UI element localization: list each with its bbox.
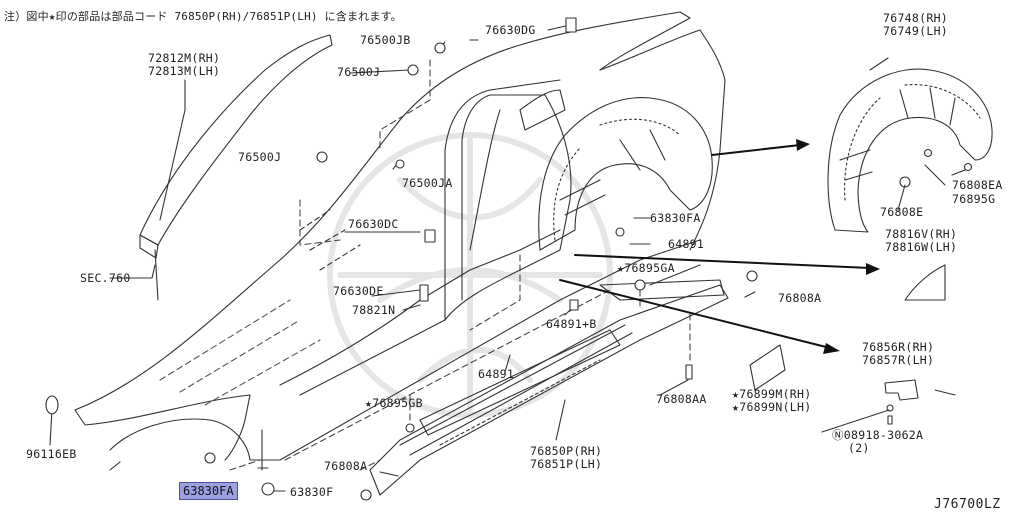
label-76808a-lower[interactable]: 76808A xyxy=(324,459,368,473)
sill-cover xyxy=(369,279,729,496)
label-63830fa[interactable]: 63830FA xyxy=(650,211,701,225)
label-76851p[interactable]: 76851P(LH) xyxy=(530,457,603,471)
label-sec760[interactable]: SEC.760 xyxy=(80,271,131,285)
label-78816w[interactable]: 78816W(LH) xyxy=(885,240,958,254)
label-76500ja[interactable]: 76500JA xyxy=(402,176,453,190)
label-76850p[interactable]: 76850P(RH) xyxy=(530,444,603,458)
label-63830fa-highlighted[interactable]: 63830FA xyxy=(179,482,238,500)
label-76500jb[interactable]: 76500JB xyxy=(360,33,411,47)
body-side-outer-panel xyxy=(74,11,726,471)
label-64891-lower[interactable]: 64891 xyxy=(478,367,515,381)
label-76748[interactable]: 76748(RH) xyxy=(883,11,949,25)
label-76808ea[interactable]: 76808EA xyxy=(952,178,1003,192)
label-76857r[interactable]: 76857R(LH) xyxy=(862,353,935,367)
label-64891-upper[interactable]: 64891 xyxy=(668,237,705,251)
parts-note: 注）図中★印の部品は部品コード 76850P(RH)/76851P(LH) に含… xyxy=(4,10,402,23)
label-76630dc[interactable]: 76630DC xyxy=(348,217,399,231)
pillar-finisher xyxy=(139,34,333,301)
label-76895gb[interactable]: ★76895GB xyxy=(365,396,423,410)
label-76899m[interactable]: ★76899M(RH) xyxy=(732,387,812,401)
watermark-emblem xyxy=(327,132,613,418)
rear-wheel-house-liner xyxy=(538,97,713,251)
label-76630dg[interactable]: 76630DG xyxy=(485,23,536,37)
label-76808aa[interactable]: 76808AA xyxy=(656,392,707,406)
label-76856r[interactable]: 76856R(RH) xyxy=(862,340,935,354)
label-76500j-mid[interactable]: 76500J xyxy=(238,150,282,164)
label-76808a-right[interactable]: 76808A xyxy=(778,291,822,305)
mud-guard xyxy=(904,264,946,301)
label-08918[interactable]: Ⓝ08918-3062A xyxy=(832,428,924,442)
arrows xyxy=(559,144,871,349)
label-08918-qty: (2) xyxy=(848,441,870,455)
wheel-house-liner-detail xyxy=(827,68,993,233)
splash-shield xyxy=(749,344,786,391)
diagram-code: J76700LZ xyxy=(934,497,1001,512)
label-72813m[interactable]: 72813M(LH) xyxy=(148,64,221,78)
label-76899n[interactable]: ★76899N(LH) xyxy=(732,400,812,414)
label-76895ga[interactable]: ★76895GA xyxy=(617,261,675,275)
label-78821n[interactable]: 78821N xyxy=(352,303,396,317)
label-76749[interactable]: 76749(LH) xyxy=(883,24,949,38)
label-76500j-upper[interactable]: 76500J xyxy=(337,65,381,79)
bracket xyxy=(884,379,919,425)
label-76895g[interactable]: 76895G xyxy=(952,192,996,206)
arrowheads xyxy=(796,139,880,354)
label-64891b[interactable]: 64891+B xyxy=(546,317,597,331)
label-63830f[interactable]: 63830F xyxy=(290,485,334,499)
label-72812m[interactable]: 72812M(RH) xyxy=(148,51,221,65)
label-76808e[interactable]: 76808E xyxy=(880,205,924,219)
label-78816v[interactable]: 78816V(RH) xyxy=(885,227,958,241)
label-96116eb[interactable]: 96116EB xyxy=(26,447,77,461)
label-76630de[interactable]: 76630DE xyxy=(333,284,384,298)
clips xyxy=(45,17,758,501)
